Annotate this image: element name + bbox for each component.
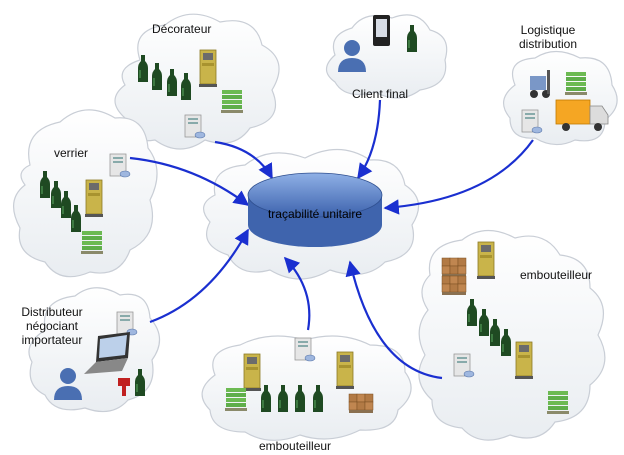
arrow-client-to-hub: [357, 99, 382, 180]
distributeur-label-line1: Distributeur: [21, 305, 83, 319]
embouteilleur-right-label: embouteilleur: [520, 268, 593, 282]
arrow-decorateur-to-hub: [214, 140, 273, 180]
arrow-distributeur-to-hub: [149, 228, 249, 324]
labeling-machine-icon: [514, 341, 534, 380]
embouteilleur-bottom-label: embouteilleur: [259, 439, 332, 453]
logistique-label-line2: distribution: [518, 37, 578, 51]
distributeur-label-line3: importateur: [21, 333, 83, 347]
distributeur-label: Distributeur négociant importateur: [14, 305, 90, 347]
cloud-decorateur: [114, 13, 280, 150]
cloud-verrier: [13, 109, 158, 278]
truck-icon: [555, 99, 609, 131]
labeling-machine-icon: [476, 241, 496, 280]
decorateur-label: Décorateur: [152, 22, 212, 36]
labeling-machine-icon: [198, 49, 218, 88]
hub-label: traçabilité unitaire: [267, 207, 363, 221]
arrow-verrier-to-hub: [129, 156, 250, 206]
cardboard-boxes-icon: [441, 275, 467, 296]
arrows: [129, 99, 534, 380]
arrow-embouteilleur-right-to-hub: [345, 260, 443, 380]
cardboard-boxes-icon: [348, 393, 374, 414]
arrow-logistique-to-hub: [383, 139, 534, 215]
arrow-embouteilleur-bottom-to-hub: [283, 256, 311, 331]
logistique-label-line1: Logistique: [520, 23, 576, 37]
distributeur-icons: [54, 311, 145, 400]
hub-database: [247, 172, 383, 247]
client-icons: [338, 15, 417, 72]
mobile-phone-icon: [373, 15, 390, 46]
labeling-machine-icon: [84, 179, 104, 218]
hair-dryer-icon: [118, 378, 130, 396]
client-final-label: Client final: [352, 87, 409, 101]
verrier-label: verrier: [54, 146, 89, 160]
labeling-machine-icon: [335, 351, 355, 390]
logistique-icons: [521, 70, 609, 134]
cloud-logistique: [503, 50, 618, 146]
labeling-machine-icon: [242, 353, 262, 392]
laptop-icon: [84, 332, 130, 374]
forklift-icon: [530, 70, 550, 98]
cardboard-boxes-icon: [441, 257, 467, 278]
distributeur-label-line2: négociant: [25, 319, 79, 333]
logistique-label: Logistique distribution: [508, 23, 588, 51]
